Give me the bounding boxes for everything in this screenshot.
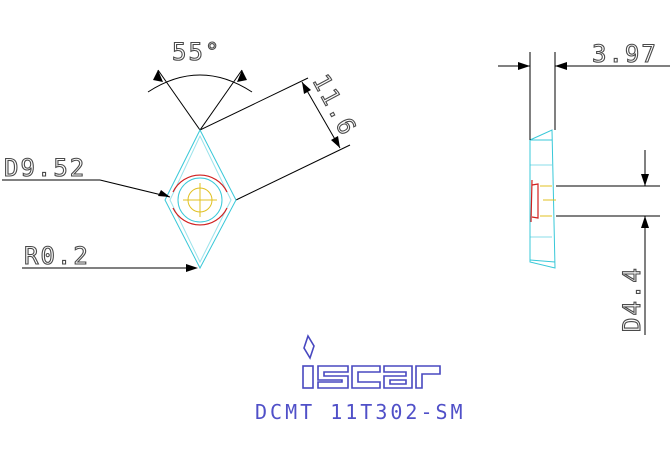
- hole-diameter-dimension: D4.4: [556, 150, 660, 335]
- insert-outline: [164, 128, 237, 270]
- angle-label: 55°: [172, 38, 221, 66]
- insert-side-view: [529, 129, 556, 269]
- counterbore-circle: [177, 177, 223, 223]
- corner-radius-label: R0.2: [24, 242, 90, 270]
- hole-outline: [172, 174, 228, 193]
- side-outline: [529, 129, 556, 269]
- thickness-dimension: 3.97: [498, 39, 670, 140]
- insert-front-view: [164, 128, 237, 270]
- iscar-logo: iscar: [302, 334, 441, 389]
- hole-diameter-label: D4.4: [618, 266, 646, 332]
- part-number: DCMT 11T302-SM: [255, 400, 466, 424]
- angle-dimension: 55°: [147, 37, 253, 131]
- inscribed-circle-label: D9.52: [4, 154, 86, 182]
- edge-length-dimension: 11.6: [199, 69, 363, 201]
- inscribed-circle-dimension: D9.52: [2, 153, 171, 198]
- corner-radius-dimension: R0.2: [22, 241, 198, 272]
- thickness-label: 3.97: [592, 40, 658, 68]
